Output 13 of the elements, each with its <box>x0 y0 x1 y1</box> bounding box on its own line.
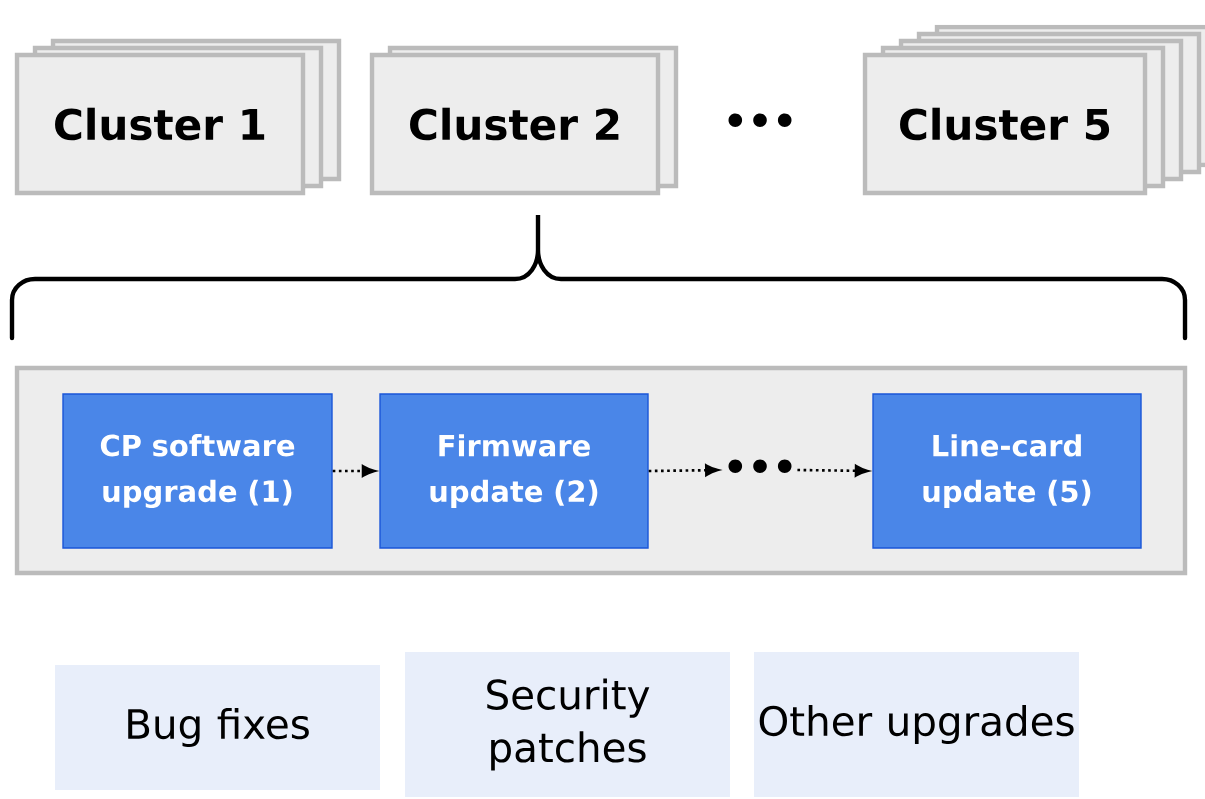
arrow <box>797 464 869 477</box>
step-box: Line-card update (5) <box>872 393 1142 549</box>
arrow <box>332 465 376 477</box>
category-box: Bug fixes <box>55 665 380 790</box>
category-box: Security patches <box>405 652 730 797</box>
step-box: CP software upgrade (1) <box>62 393 333 549</box>
category-box: Other upgrades <box>754 652 1079 797</box>
ellipsis-dots: ••• <box>728 113 792 127</box>
stacked-box: Cluster 2 <box>369 45 679 196</box>
ellipsis-dots: ••• <box>728 459 792 473</box>
step-box: Firmware update (2) <box>379 393 649 549</box>
stacked-box: Cluster 5 <box>862 24 1205 196</box>
stacked-box: Cluster 1 <box>14 38 342 196</box>
